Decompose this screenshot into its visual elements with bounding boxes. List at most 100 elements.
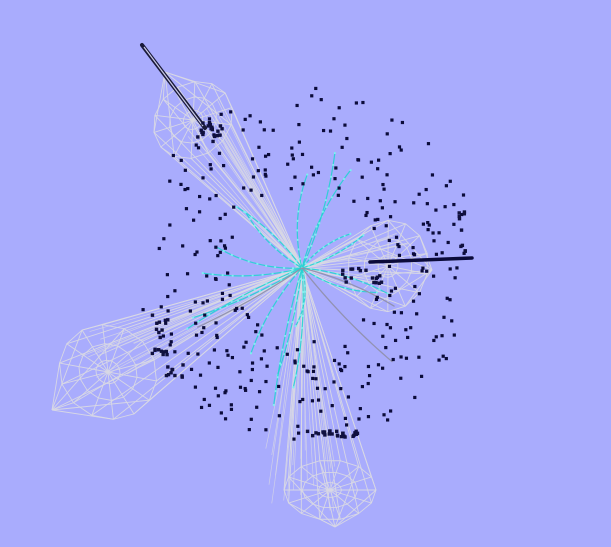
hit <box>412 253 417 257</box>
hit <box>452 202 456 207</box>
cone-ray <box>301 225 371 269</box>
track-hit <box>298 257 302 260</box>
track-hit <box>253 224 256 227</box>
hit <box>227 283 231 287</box>
hit <box>386 418 390 422</box>
hit <box>384 224 388 228</box>
hit <box>448 179 452 183</box>
hit <box>290 153 294 157</box>
track-hit <box>261 273 264 276</box>
hit <box>393 200 397 204</box>
cone-cap <box>387 219 433 271</box>
hit <box>333 177 337 181</box>
track-hit <box>271 306 274 310</box>
hit <box>194 143 198 147</box>
hit <box>254 330 258 334</box>
bundle-line <box>120 264 304 336</box>
cluster-hit <box>327 432 331 436</box>
hit <box>346 351 350 355</box>
track-hit <box>244 211 247 214</box>
cone-cap <box>51 329 83 411</box>
cone-cap <box>51 399 150 411</box>
hit <box>285 352 289 356</box>
hit <box>434 252 439 256</box>
hit <box>448 298 452 302</box>
hit <box>185 272 190 276</box>
bundle-line <box>187 136 300 271</box>
hit <box>381 334 385 338</box>
track-hit <box>330 196 334 199</box>
grey-track <box>301 267 395 307</box>
cone-cap <box>319 460 336 528</box>
cone-spoke <box>107 328 125 373</box>
cluster-hit <box>150 351 155 356</box>
track-hit <box>265 282 268 285</box>
track-hit <box>300 191 303 194</box>
cluster-hit <box>341 268 345 273</box>
cone-spoke <box>329 466 359 491</box>
hit <box>369 160 373 164</box>
hit <box>343 123 347 127</box>
track-hit <box>329 175 333 178</box>
cone-spoke <box>192 119 224 142</box>
track-hit <box>211 273 214 276</box>
hit <box>219 112 223 116</box>
cluster-hit <box>208 122 213 127</box>
track-hit <box>333 253 336 256</box>
hit <box>388 152 392 156</box>
hit <box>339 387 343 391</box>
track-hit <box>197 320 200 323</box>
track-hit <box>293 293 296 297</box>
cone-ray <box>301 267 360 467</box>
hit <box>310 165 314 169</box>
track-hit <box>253 342 256 345</box>
track-hit <box>258 230 261 234</box>
track-hit <box>294 374 297 377</box>
track-hit <box>362 281 365 284</box>
hit <box>222 244 227 248</box>
bundle-line <box>206 107 303 271</box>
hit <box>444 184 448 188</box>
hit <box>301 397 305 402</box>
hit <box>194 333 199 337</box>
hit <box>437 231 441 235</box>
hit <box>417 192 421 196</box>
hit <box>215 333 219 337</box>
track-hit <box>269 242 272 245</box>
hit <box>432 239 436 243</box>
cone-spoke <box>319 460 331 491</box>
hit <box>213 277 218 281</box>
track-hit <box>278 362 282 365</box>
particle-tracks <box>140 43 474 407</box>
cluster-hit <box>340 272 345 276</box>
hit <box>345 136 349 141</box>
bundle-line <box>89 268 305 332</box>
track-hit <box>303 296 306 299</box>
track-hit <box>222 249 225 253</box>
hit <box>212 348 217 352</box>
track-hit <box>342 177 346 181</box>
hit <box>319 409 323 413</box>
cluster-bottom <box>305 429 360 439</box>
cone-spoke <box>154 114 194 121</box>
hit <box>415 312 419 316</box>
cone-ray <box>160 146 303 269</box>
cluster-hit <box>211 139 215 144</box>
track-hit <box>314 275 317 278</box>
cone-spoke <box>301 489 331 514</box>
track-hit <box>310 244 313 247</box>
track-hit <box>221 274 224 277</box>
hit <box>259 357 264 361</box>
cluster-hit <box>154 327 159 332</box>
hit <box>396 243 400 247</box>
hit <box>373 218 377 222</box>
hit <box>311 369 316 374</box>
cluster-hit <box>164 349 169 354</box>
track-hit <box>251 274 254 277</box>
cluster-hit <box>372 280 376 285</box>
bundle-line <box>220 130 303 270</box>
hit <box>446 240 450 245</box>
cluster-hit <box>377 281 382 285</box>
